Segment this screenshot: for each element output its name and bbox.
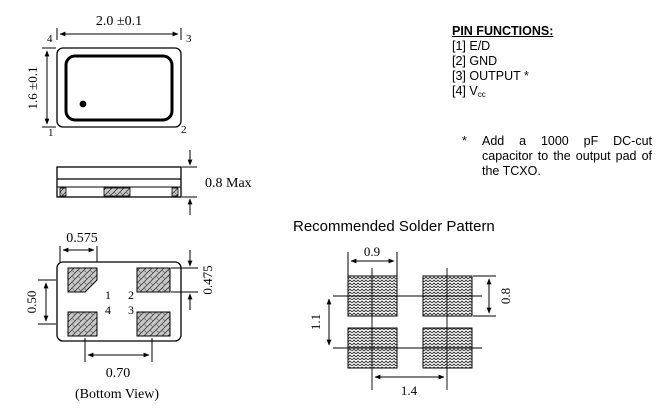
bottom-pin-number-1: 1 [105,288,111,302]
top-view: 2.0 ±0.1 1.6 ±0.1 4 3 1 2 [25,13,192,139]
pin-functions-panel: PIN FUNCTIONS: [1] E/D [2] GND [3] OUTPU… [452,24,652,102]
side-pad [103,187,131,197]
note-marker: * [462,134,467,148]
bottom-pin-number-3: 3 [128,303,134,317]
solder-pad-width-dimension: 0.9 [364,244,380,259]
pin-function-item: [3] OUTPUT * [452,69,529,83]
top-width-dimension: 2.0 ±0.1 [96,14,142,29]
bottom-pad-3 [136,311,171,337]
solder-pad-height-dimension: 0.8 [498,288,513,304]
solder-pattern: 0.9 1.1 0.8 1.4 [308,244,513,398]
pad-width-dimension: 0.575 [66,231,98,246]
pin-functions-title: PIN FUNCTIONS: [452,24,554,38]
pin-number-4: 4 [47,33,53,45]
pin-function-item: [2] GND [452,54,498,68]
pin-function-item: [1] E/D [452,39,491,53]
lid-outline [64,54,174,122]
pin-number-1: 1 [48,127,54,139]
side-view: 0.8 Max [56,150,252,215]
side-height-dimension: 0.8 Max [205,176,252,191]
pin-number-2: 2 [181,124,187,136]
pin-number-3: 3 [186,33,192,45]
side-pad [171,187,179,197]
solder-pitch-y-dimension: 1.1 [308,314,323,330]
bottom-view: 0.575 1 2 4 3 0.50 0.475 0.70 (Bottom Vi… [24,231,215,402]
solder-pattern-title: Recommended Solder Pattern [293,218,495,235]
pad-pitch-x-dimension: 0.70 [106,366,131,381]
note-text: Add a 1000 pF DC-cut capacitor to the ou… [482,134,652,178]
bottom-pin-number-4: 4 [105,303,111,317]
bottom-pin-number-2: 2 [128,288,134,302]
dim-label-bg [25,60,41,116]
capacitor-note: * Add a 1000 pF DC-cut capacitor to the … [462,134,652,179]
bottom-pad-1 [67,267,98,293]
pin-function-item: [4] Vcc [452,84,652,102]
bottom-pad-2 [136,267,171,293]
pad-height-dimension: 0.475 [200,265,215,294]
top-height-dimension: 1.6 ±0.1 [25,67,40,110]
bottom-pad-4 [67,311,98,337]
dim-label-bg [86,13,154,30]
bottom-view-caption: (Bottom View) [75,387,159,402]
side-pad [59,187,67,197]
pad-pitch-y-dimension: 0.50 [24,291,39,314]
pin-function-subscript: cc [477,90,486,99]
pin1-marker-dot [79,100,87,108]
solder-pitch-x-dimension: 1.4 [401,383,418,398]
pin-function-text: [4] V [452,84,478,98]
